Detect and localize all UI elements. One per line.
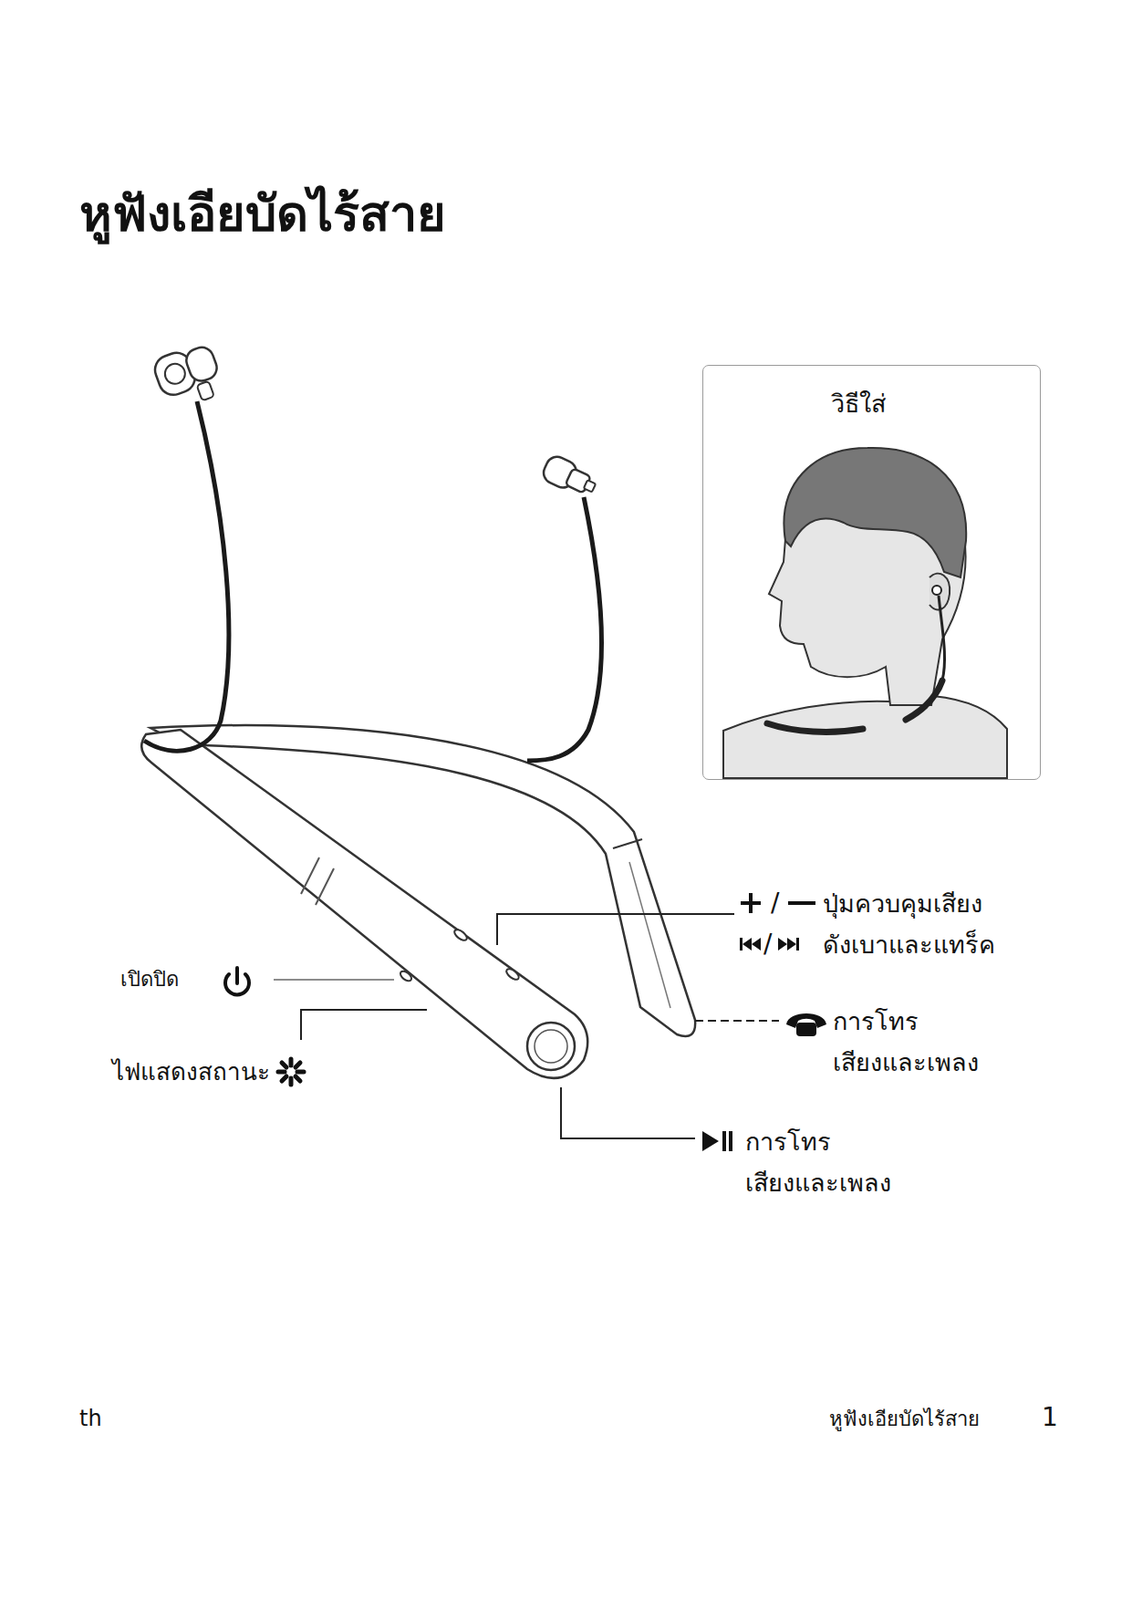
- play-pause-icon: [702, 1131, 733, 1152]
- plus-icon: [740, 893, 761, 914]
- play-button: [527, 1022, 575, 1070]
- cable: [527, 497, 603, 761]
- page-title: หูฟังเอียบัดไร้สาย: [79, 182, 447, 247]
- callout-label: การโทร เสียงและเพลง: [832, 1000, 1125, 1083]
- leader-line: [497, 913, 735, 946]
- status-light-icon: [278, 1059, 304, 1085]
- control-arm: [141, 729, 588, 1079]
- leader-line: [695, 1019, 779, 1022]
- cable: [144, 401, 229, 751]
- phone-icon: [786, 1013, 827, 1037]
- callout-label: ไฟแสดงสถานะ: [112, 1055, 271, 1089]
- separator: /: [770, 884, 779, 922]
- running-header: หูฟังเอียบัดไร้สาย: [829, 1404, 980, 1434]
- leader-line: [273, 978, 395, 981]
- separator: /: [763, 925, 772, 963]
- next-icon: [778, 937, 800, 951]
- callout-label: เปิดปิด: [120, 965, 179, 994]
- language-code: th: [79, 1402, 103, 1434]
- earbud: [540, 453, 600, 501]
- panel-heading: วิธีใส่: [703, 365, 1040, 423]
- illustration-panel: วิธีใส่: [702, 364, 1041, 780]
- wearing-illustration: [703, 365, 1026, 781]
- earbud: [151, 340, 228, 413]
- callout-label: การโทร เสียงและเพลง: [745, 1121, 1038, 1204]
- callout-label: ปุ่มควบคุมเสียง ดังเบาและแทร็ค: [822, 882, 1115, 966]
- leader-line: [560, 1087, 696, 1139]
- page-number: 1: [1041, 1400, 1059, 1435]
- previous-icon: [739, 937, 761, 951]
- minus-icon: [788, 901, 816, 905]
- leader-line: [301, 1009, 427, 1040]
- power-icon: [225, 967, 250, 995]
